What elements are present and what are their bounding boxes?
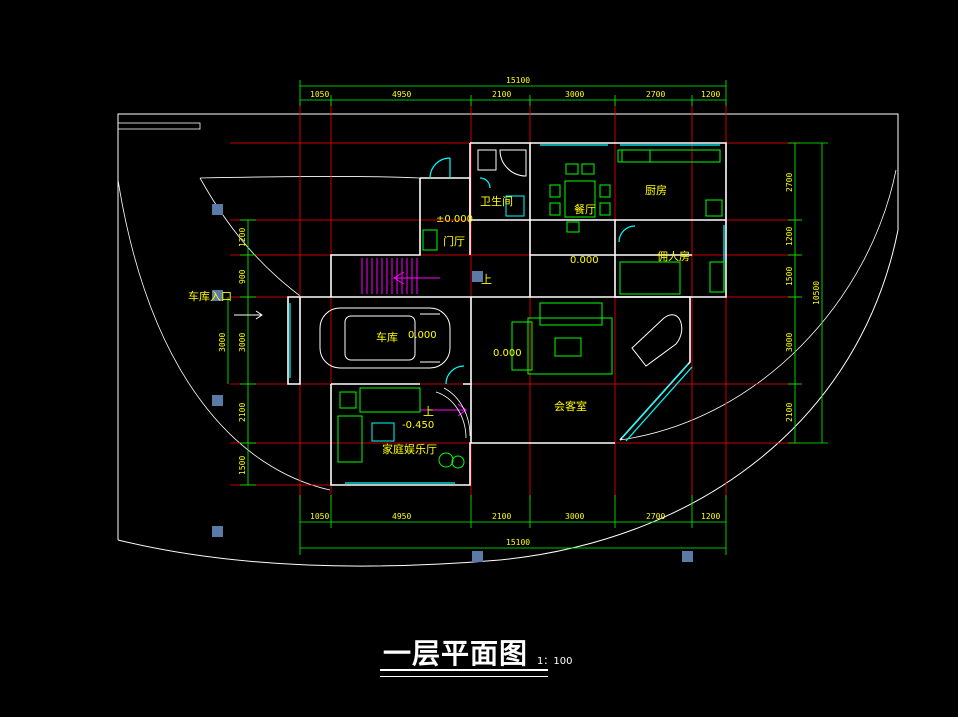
dim-bottom-total: 15100 xyxy=(506,538,530,547)
family-table xyxy=(371,422,395,442)
living-rug xyxy=(527,317,613,375)
title-underline xyxy=(380,669,548,671)
dim-left-extra: 3000 xyxy=(218,333,227,352)
dining-chair xyxy=(549,202,561,216)
dim-right-total: 10500 xyxy=(812,281,821,305)
dim-left: 1500 xyxy=(238,456,247,475)
dining-chair xyxy=(581,163,595,175)
room-garage-entry: 车库入口 xyxy=(188,289,232,303)
room-bathroom: 卫生间 xyxy=(480,194,513,208)
axis-grid xyxy=(230,100,800,500)
windows xyxy=(289,144,725,484)
dim-bottom-seg: 2100 xyxy=(492,512,511,521)
car xyxy=(319,307,451,369)
furniture xyxy=(337,149,725,469)
stair-steps-arc xyxy=(435,387,471,439)
dim-bottom-seg: 2700 xyxy=(646,512,665,521)
family-sofa xyxy=(359,387,421,413)
dim-right: 1200 xyxy=(785,227,794,246)
room-servant: 佣人房 xyxy=(657,250,690,263)
dining-chair xyxy=(599,202,611,216)
coffee-table xyxy=(554,337,582,357)
dim-right: 1500 xyxy=(785,267,794,286)
dim-left: 3000 xyxy=(238,333,247,352)
bathroom-shower xyxy=(499,149,527,177)
dim-bottom-seg: 1200 xyxy=(701,512,720,521)
dim-bottom-seg: 3000 xyxy=(565,512,584,521)
level-dining: 0.000 xyxy=(570,255,599,266)
room-labels: 卫生间 餐厅 厨房 门厅 佣人房 车库 车库入口 会客室 家庭娱乐厅 上 上 xyxy=(188,184,690,456)
dim-left: 1200 xyxy=(238,228,247,247)
stair-up-label: 上 xyxy=(481,273,492,286)
level-garage: 0.000 xyxy=(408,330,437,341)
garage-entry-arrow xyxy=(234,310,263,320)
title-underline xyxy=(380,676,548,677)
room-kitchen: 厨房 xyxy=(645,184,667,197)
kitchen-appliance xyxy=(705,199,723,217)
piano xyxy=(631,314,683,367)
drawing-scale: 1：100 xyxy=(537,656,573,667)
plant xyxy=(451,455,465,469)
site-markers xyxy=(212,204,693,562)
family-side-table xyxy=(339,391,357,409)
dim-bottom-seg: 1050 xyxy=(310,512,329,521)
plant xyxy=(438,452,454,468)
dim-top-seg: 4950 xyxy=(392,90,411,99)
servant-wardrobe xyxy=(709,261,725,293)
family-sofa-side xyxy=(337,415,363,463)
site-boundary xyxy=(117,113,899,567)
dining-chair xyxy=(599,184,611,198)
bathroom-toilet xyxy=(505,195,525,217)
bathroom-fixture xyxy=(477,149,497,171)
living-armchair xyxy=(511,321,533,371)
foyer-cabinet xyxy=(422,229,438,251)
dining-chair xyxy=(566,221,580,233)
dim-left: 900 xyxy=(238,269,247,284)
room-living: 会客室 xyxy=(554,399,587,413)
dimension-lines xyxy=(227,80,828,555)
level-marks: ±0.000 0.000 0.000 0.000 -0.450 xyxy=(402,214,599,431)
kitchen-counter xyxy=(617,149,721,163)
stairs xyxy=(361,258,467,417)
dim-top-seg: 1200 xyxy=(701,90,720,99)
level-living: 0.000 xyxy=(493,348,522,359)
stair-up-label: 上 xyxy=(423,405,434,418)
dining-chair xyxy=(549,184,561,198)
dim-right: 3000 xyxy=(785,333,794,352)
dim-top-seg: 3000 xyxy=(565,90,584,99)
room-dining: 餐厅 xyxy=(574,202,596,216)
dim-top-seg: 2700 xyxy=(646,90,665,99)
room-foyer: 门厅 xyxy=(443,234,465,248)
room-family: 家庭娱乐厅 xyxy=(382,442,437,456)
dim-top-total: 15100 xyxy=(506,76,530,85)
dim-right: 2100 xyxy=(785,403,794,422)
level-family: -0.450 xyxy=(402,420,434,431)
servant-bed xyxy=(619,261,681,295)
room-garage: 车库 xyxy=(376,330,398,344)
drawing-title: 一层平面图 xyxy=(383,637,529,670)
dim-top-seg: 2100 xyxy=(492,90,511,99)
dimension-labels: 15100 1050 4950 2100 3000 2700 1200 1050… xyxy=(218,76,821,547)
dim-bottom-seg: 4950 xyxy=(392,512,411,521)
dim-top-seg: 1050 xyxy=(310,90,329,99)
dining-table xyxy=(564,180,596,218)
dim-left: 2100 xyxy=(238,403,247,422)
living-sofa xyxy=(539,302,603,326)
level-foyer: ±0.000 xyxy=(436,214,473,225)
kitchen-sink xyxy=(621,149,651,163)
dining-chair xyxy=(565,163,579,175)
dim-right: 2700 xyxy=(785,173,794,192)
